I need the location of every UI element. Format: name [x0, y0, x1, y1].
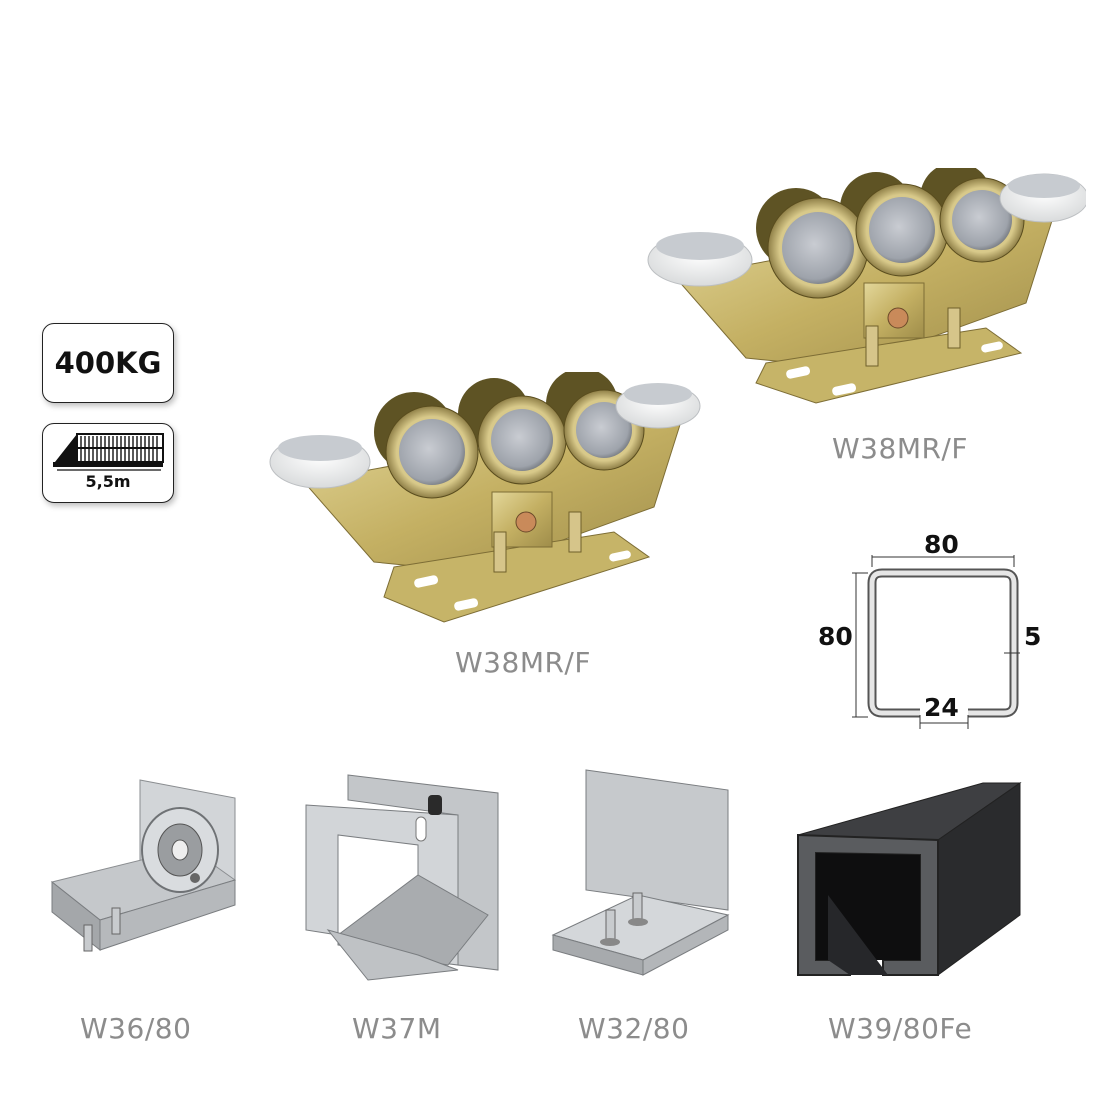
rail-profile-diagram	[852, 555, 1020, 729]
end-cap-w37m-image	[305, 774, 499, 981]
profile-opening-label: 24	[924, 693, 959, 722]
rail-w39-image	[797, 782, 1022, 976]
upper-guide-w32-image	[551, 769, 730, 976]
sliding-gate-icon	[53, 433, 164, 471]
load-capacity-text: 400KG	[54, 346, 162, 380]
carriage-front-label: W38MR/F	[455, 646, 591, 679]
end-roller-w36-image	[50, 779, 237, 952]
gate-length-text: 5,5m	[85, 472, 131, 491]
carriage-rear-label: W38MR/F	[832, 432, 968, 465]
load-capacity-badge: 400KG	[42, 323, 174, 403]
carriage-w38mr-rear-image	[647, 168, 1086, 404]
upper-guide-label: W32/80	[578, 1012, 690, 1045]
profile-width-label: 80	[924, 530, 959, 559]
end-roller-label: W36/80	[80, 1012, 192, 1045]
gate-length-badge: 5,5m	[42, 423, 174, 503]
end-cap-label: W37M	[352, 1012, 442, 1045]
carriage-w38mr-front-image	[269, 372, 701, 623]
rail-label: W39/80Fe	[828, 1012, 973, 1045]
profile-height-label: 80	[818, 622, 853, 651]
profile-thickness-label: 5	[1024, 622, 1042, 651]
